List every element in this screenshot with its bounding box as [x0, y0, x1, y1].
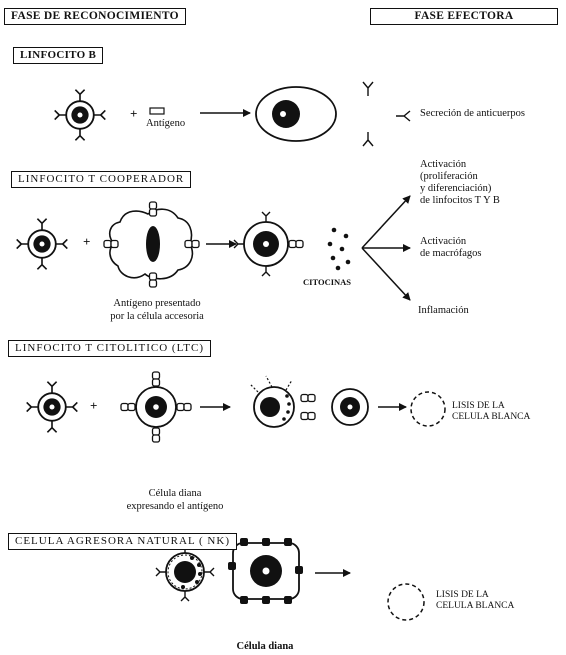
activation-macrophages-1: Activación: [420, 236, 467, 247]
antibody-icon: [362, 81, 374, 97]
presented-antigen-label-2: por la célula accesoria: [110, 311, 204, 322]
helper-t-cell: [17, 219, 68, 270]
activation-lymphocytes-4: de linfocitos T Y B: [420, 195, 500, 206]
target-cell-label-2: expresando el antígeno: [126, 501, 224, 512]
nk-title: CELULA AGRESORA NATURAL ( NK): [8, 533, 237, 550]
target-cell-label-1: Célula diana: [148, 488, 202, 499]
ctl-cell: [27, 382, 78, 433]
target-cell-ctl: [120, 371, 192, 443]
antibody-secretion-label: Secreción de anticuerpos: [420, 108, 525, 119]
lysis-label-ltc-2: CELULA BLANCA: [452, 412, 531, 422]
plus-sign-th: +: [83, 234, 91, 249]
plus-sign-b: +: [130, 106, 138, 121]
b-lymphocyte-cell: [55, 90, 106, 141]
nk-target-label: Célula diana: [236, 641, 294, 652]
helper-t-section: [17, 195, 411, 301]
effector-phase-header: FASE EFECTORA: [370, 8, 558, 25]
ctl-title: LINFOCITO T CITOLITICO (LTC): [8, 340, 212, 357]
activation-lymphocytes-3: y diferenciación): [420, 183, 492, 194]
inflammation-label: Inflamación: [418, 305, 469, 316]
activated-helper-t-cell: [233, 211, 304, 277]
nk-cell: [155, 542, 215, 602]
antigen-icon: [149, 107, 165, 115]
lysis-label-nk-2: CELULA BLANCA: [436, 601, 515, 611]
activation-lymphocytes-1: Activación: [420, 159, 467, 170]
lysed-cell-ltc: [410, 391, 446, 427]
lysis-label-nk-1: LISIS DE LA: [436, 590, 489, 600]
activation-lymphocytes-2: (proliferación: [420, 171, 478, 182]
presented-antigen-label-1: Antígeno presentado: [113, 298, 201, 309]
antigen-label: Antígeno: [146, 118, 186, 129]
ctl-section: [27, 371, 446, 443]
helper-t-title: LINFOCITO T COOPERADOR: [11, 171, 192, 188]
b-lymphocyte-title: LINFOCITO B: [13, 47, 104, 64]
lysis-label-ltc-1: LISIS DE LA: [452, 401, 505, 411]
ctl-target-conjugate: [249, 375, 369, 428]
nk-section: [155, 538, 425, 621]
activation-macrophages-2: de macrófagos: [420, 248, 482, 259]
plus-sign-ltc: +: [90, 398, 98, 413]
recognition-phase-header: FASE DE RECONOCIMIENTO: [4, 8, 186, 25]
lysed-cell-nk: [387, 583, 425, 621]
cytokines-label: CITOCINAS: [303, 277, 352, 287]
b-lymphocyte-section: [55, 81, 411, 147]
cytokine-dots: [327, 227, 351, 271]
nk-target-cell: [228, 538, 303, 604]
